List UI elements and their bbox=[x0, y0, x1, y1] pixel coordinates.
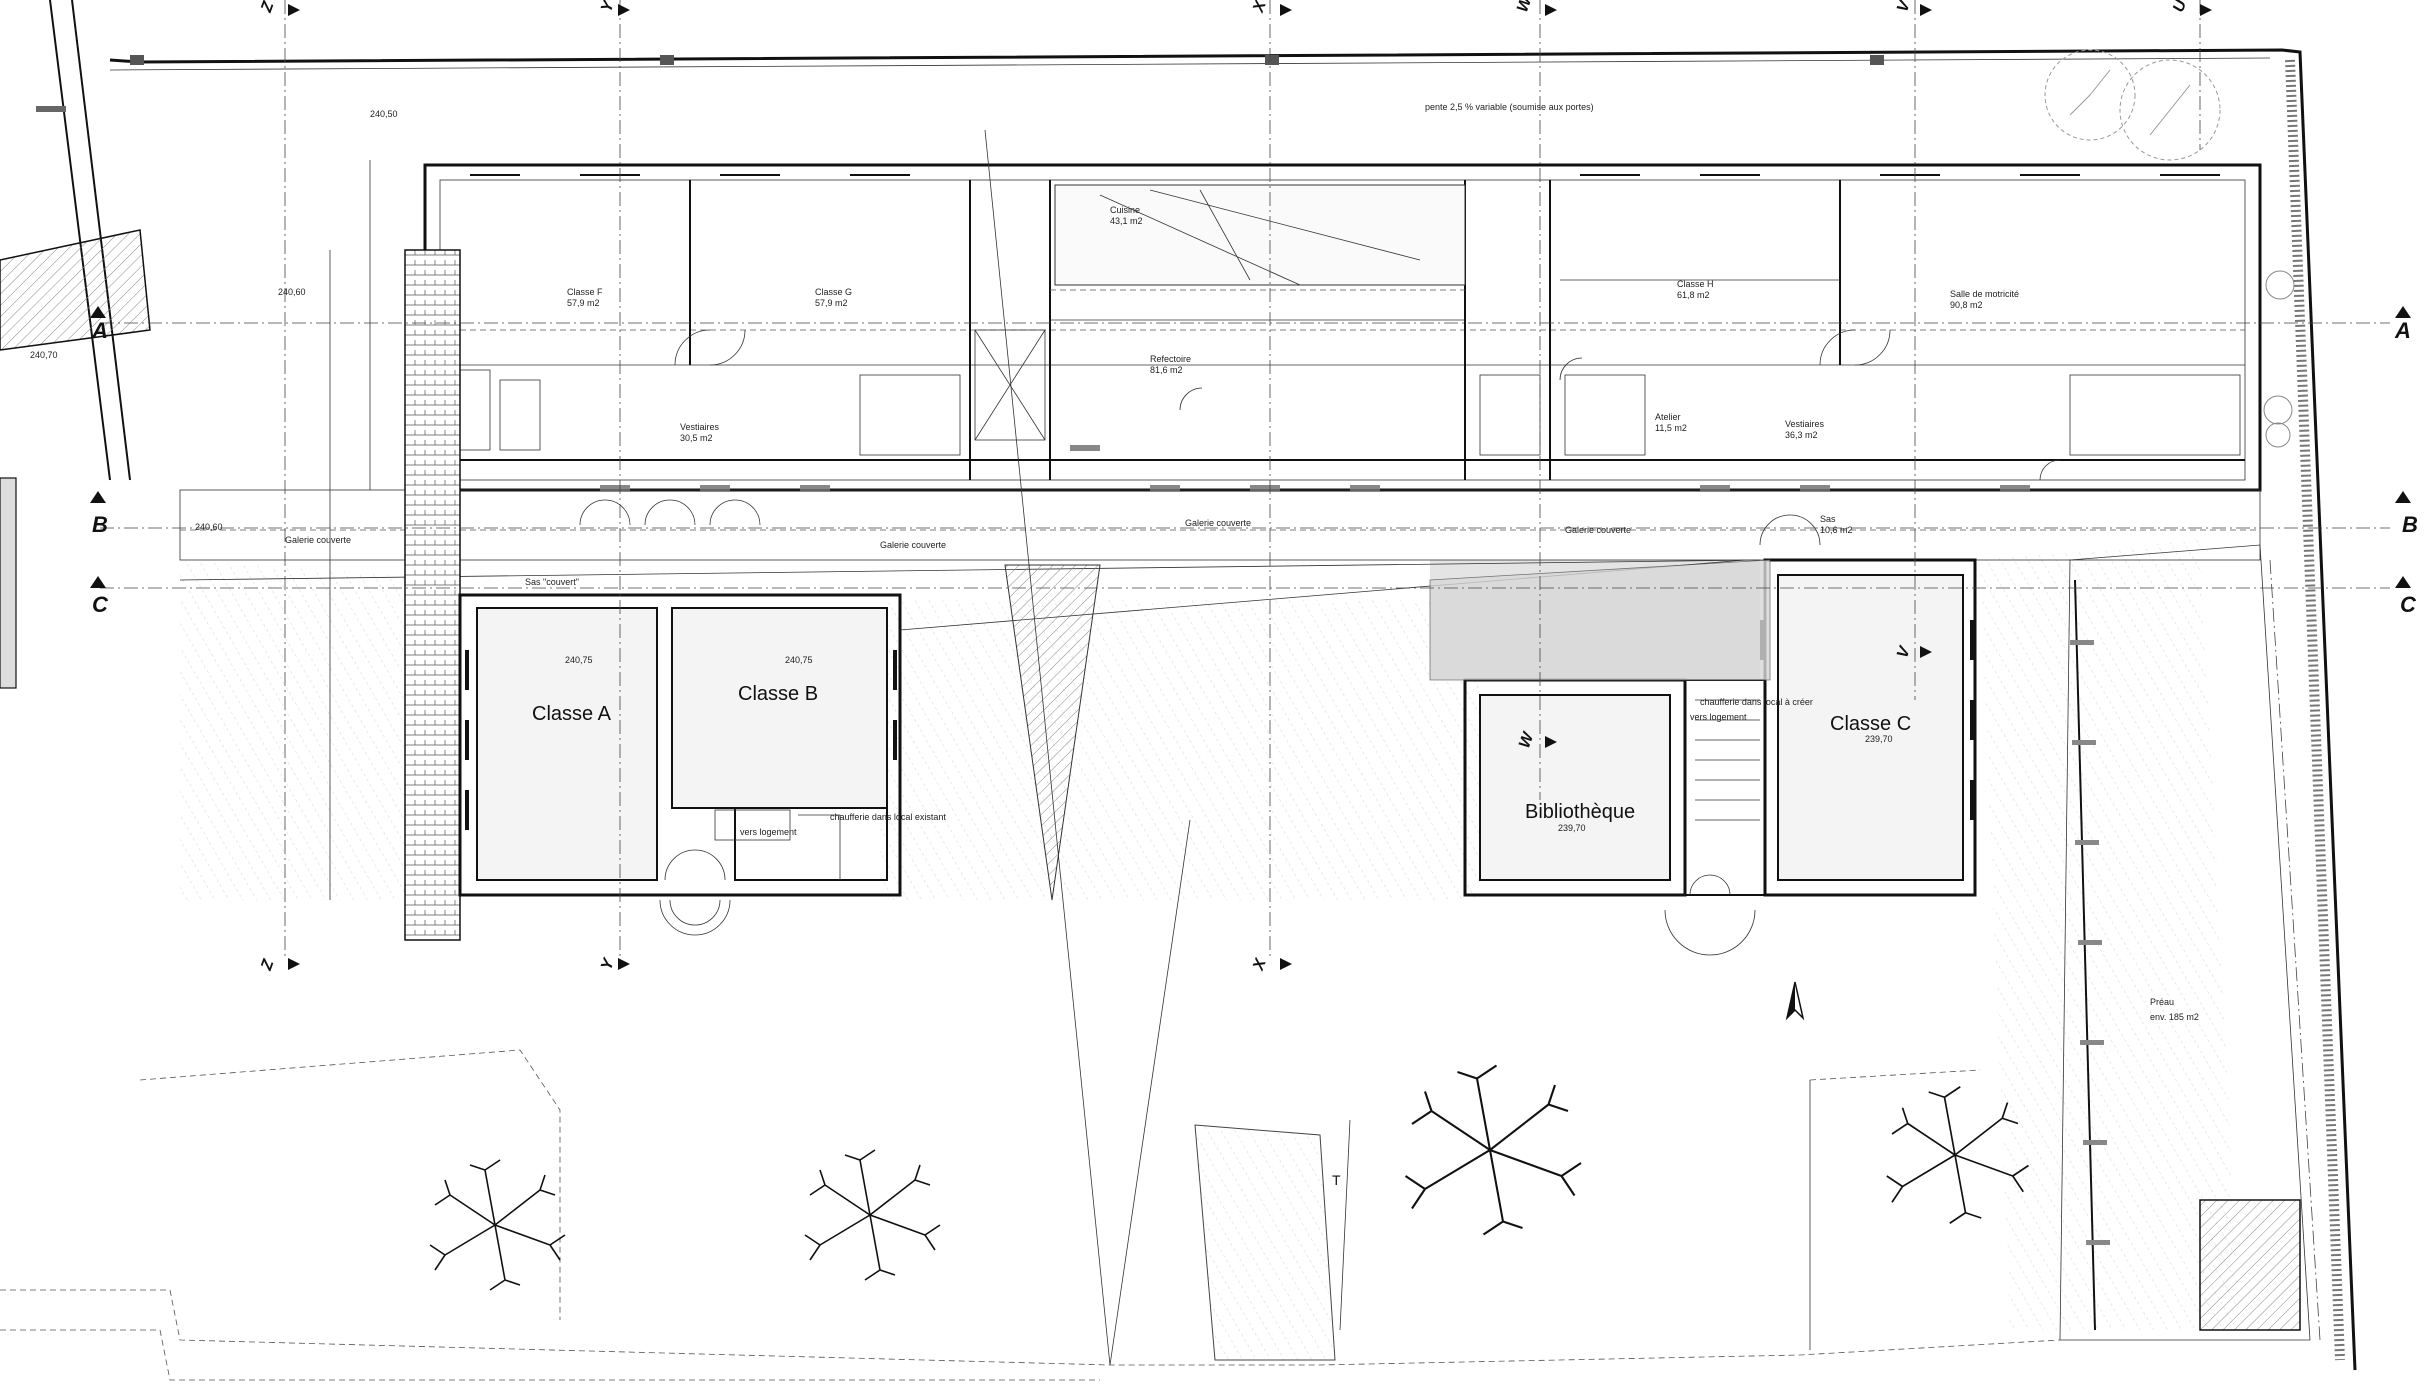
level-left2: 240,70 bbox=[30, 350, 58, 360]
room-vestiaires-2: Vestiaires bbox=[1785, 419, 1825, 429]
tree-5 bbox=[2044, 49, 2221, 161]
chaufferie-1: chaufferie dans local existant bbox=[830, 812, 946, 822]
axis-w-top: W bbox=[1514, 0, 1536, 14]
room-refectoire: Refectoire bbox=[1150, 354, 1191, 364]
room-preau: Préau bbox=[2150, 997, 2174, 1007]
room-classe-h: Classe H bbox=[1677, 279, 1714, 289]
vers-logement-2: vers logement bbox=[1690, 712, 1747, 722]
room-sas-area: 10,6 m2 bbox=[1820, 525, 1853, 535]
room-classe-f: Classe F bbox=[567, 287, 603, 297]
axis-marker-arrows bbox=[288, 4, 2212, 970]
axis-y-top: Y bbox=[598, 0, 618, 14]
small-room-labels: Classe F 57,9 m2 Classe G 57,9 m2 Classe… bbox=[567, 205, 2199, 1022]
galerie-label-2: Galerie couverte bbox=[880, 540, 946, 550]
axis-u-top: U bbox=[2170, 0, 2190, 14]
room-classe-f-area: 57,9 m2 bbox=[567, 298, 600, 308]
galerie-label-4: Galerie couverte bbox=[1565, 525, 1631, 535]
galerie-label-1: Galerie couverte bbox=[285, 535, 351, 545]
room-vestiaires-1: Vestiaires bbox=[680, 422, 720, 432]
property-boundary bbox=[0, 0, 2357, 1371]
north-arrow-icon bbox=[1785, 981, 1805, 1021]
room-salle-motricite: Salle de motricité bbox=[1950, 289, 2019, 299]
covered-gallery bbox=[179, 489, 2261, 581]
section-markers bbox=[90, 306, 2411, 588]
section-a-left: A bbox=[91, 318, 108, 343]
tree-1 bbox=[429, 1159, 566, 1291]
bottom-boundary bbox=[0, 1049, 2061, 1381]
room-classe-h-area: 61,8 m2 bbox=[1677, 290, 1710, 300]
galerie-label-3: Galerie couverte bbox=[1185, 518, 1251, 528]
room-cuisine-area: 43,1 m2 bbox=[1110, 216, 1143, 226]
room-bibliotheque: Bibliothèque bbox=[1525, 801, 1635, 823]
axis-x-bottom: X bbox=[1250, 955, 1270, 973]
axis-z-bottom: Z bbox=[258, 956, 278, 973]
tree-3 bbox=[1404, 1064, 1582, 1236]
room-cuisine: Cuisine bbox=[1110, 205, 1140, 215]
room-salle-motricite-area: 90,8 m2 bbox=[1950, 300, 1983, 310]
room-classe-g-area: 57,9 m2 bbox=[815, 298, 848, 308]
room-sas: Sas bbox=[1820, 514, 1836, 524]
room-atelier: Atelier bbox=[1655, 412, 1681, 422]
pente-label: pente 2,5 % variable (soumise aux portes… bbox=[1425, 102, 1594, 112]
tree-2 bbox=[804, 1149, 941, 1281]
axis-z-top: Z bbox=[258, 0, 278, 15]
room-atelier-area: 11,5 m2 bbox=[1655, 423, 1687, 433]
section-c-left: C bbox=[92, 592, 109, 617]
room-classe-c: Classe C bbox=[1830, 713, 1911, 735]
room-bibliotheque-level: 239,70 bbox=[1558, 823, 1586, 833]
room-vestiaires-2-area: 36,3 m2 bbox=[1785, 430, 1818, 440]
vers-logement-1: vers logement bbox=[740, 827, 797, 837]
room-classe-b: Classe B bbox=[738, 683, 818, 705]
grid-lines bbox=[100, 0, 2390, 960]
level-left: 240,60 bbox=[278, 287, 306, 297]
room-classe-b-level: 240,75 bbox=[785, 655, 813, 665]
section-b-left: B bbox=[92, 512, 108, 537]
building-classes-ab bbox=[458, 593, 902, 936]
section-b-right: B bbox=[2402, 512, 2418, 537]
room-refectoire-area: 81,6 m2 bbox=[1150, 365, 1183, 375]
construction-lines bbox=[899, 129, 1771, 1366]
axis-v-top: V bbox=[1894, 0, 1914, 14]
level-b: 240,60 bbox=[195, 522, 223, 532]
room-classe-c-level: 239,70 bbox=[1865, 734, 1893, 744]
level-top: 240,50 bbox=[370, 109, 398, 119]
shrubs-right bbox=[2263, 270, 2295, 448]
room-classe-g: Classe G bbox=[815, 287, 852, 297]
section-c-right: C bbox=[2400, 592, 2417, 617]
room-classe-a: Classe A bbox=[532, 703, 612, 725]
annotations: Galerie couverte Galerie couverte Galeri… bbox=[30, 102, 1813, 1188]
brick-walkway bbox=[404, 249, 461, 941]
room-preau-area: env. 185 m2 bbox=[2150, 1012, 2199, 1022]
room-classe-a-level: 240,75 bbox=[565, 655, 593, 665]
axis-x-top: X bbox=[1250, 0, 1270, 15]
tree-4 bbox=[1886, 1086, 2029, 1224]
section-a-right: A bbox=[2394, 318, 2411, 343]
chaufferie-2: chaufferie dans local à créer bbox=[1700, 697, 1813, 707]
sas-couvert-label: Sas "couvert" bbox=[525, 577, 579, 587]
axis-y-bottom: Y bbox=[598, 955, 618, 972]
t-mark: T bbox=[1332, 1172, 1341, 1188]
building-library-classe-c bbox=[1463, 558, 1977, 956]
room-vestiaires-1-area: 30,5 m2 bbox=[680, 433, 713, 443]
preau-area bbox=[2059, 544, 2321, 1341]
